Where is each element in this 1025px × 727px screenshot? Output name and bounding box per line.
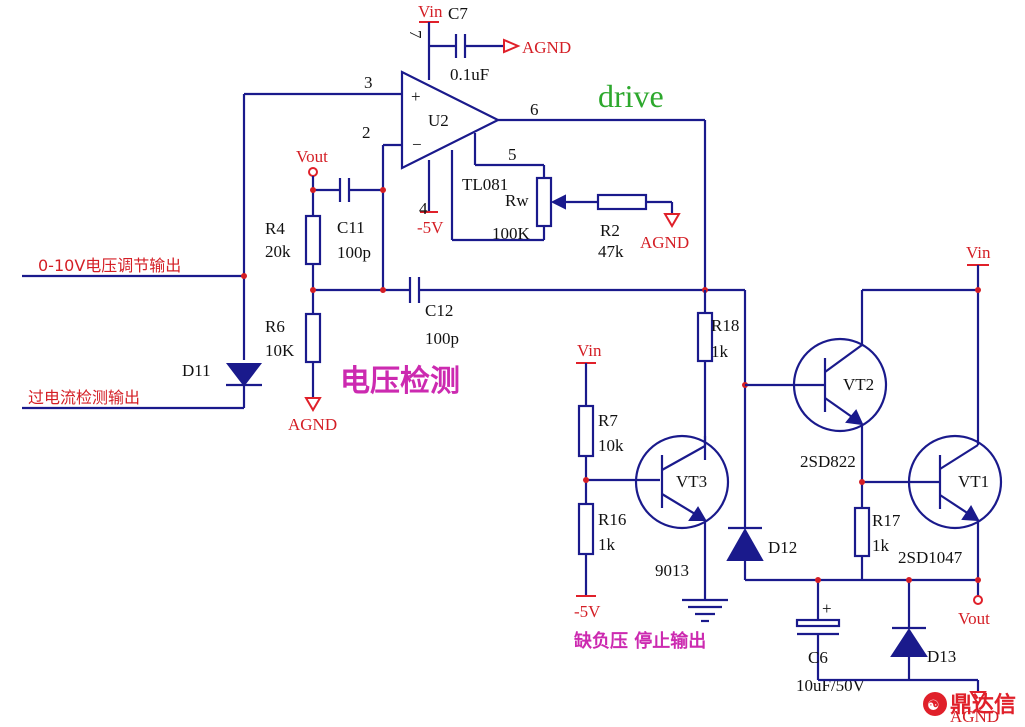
r16-label: R16 — [598, 510, 626, 529]
d13-label: D13 — [927, 647, 956, 666]
ground-vt3 — [682, 598, 728, 623]
vt3-part-label: 9013 — [655, 561, 689, 580]
capacitor-c12: C12 100p — [310, 277, 745, 348]
svg-text:☯: ☯ — [927, 698, 940, 714]
vin-supply-mid: Vin — [576, 341, 602, 406]
r4-value: 20k — [265, 242, 291, 261]
voltage-detect-label: 电压检测 — [340, 364, 460, 399]
c7-value: 0.1uF — [450, 65, 489, 84]
c12-label: C12 — [425, 301, 453, 320]
overcurrent-output-label: 过电流检测输出 — [28, 388, 140, 407]
opamp-ref-label: U2 — [428, 111, 449, 130]
opamp-part-label: TL081 — [462, 175, 508, 194]
r7-value: 10k — [598, 436, 624, 455]
opamp-u2: + − U2 TL081 — [400, 70, 508, 194]
vin-top-label: Vin — [418, 2, 443, 21]
vin-right-label: Vin — [966, 243, 991, 262]
c6-plus-sign: + — [822, 599, 832, 618]
r7-label: R7 — [598, 411, 618, 430]
r16-value: 1k — [598, 535, 616, 554]
transistor-vt3: VT3 9013 — [634, 434, 730, 600]
c11-value: 100p — [337, 243, 371, 262]
pin7-label: 7 — [406, 30, 425, 39]
c12-value: 100p — [425, 329, 459, 348]
stop-output-label: 缺负压 停止输出 — [573, 630, 706, 652]
brand-logo: ☯ 鼎达信 — [923, 692, 1016, 718]
drive-label: drive — [598, 78, 664, 114]
feedback-network: Vout C11 100p R4 20k — [265, 147, 386, 314]
pin4-label: 4 — [419, 199, 428, 218]
pin3-input-wire: 3 — [242, 73, 402, 360]
r18-value: 1k — [711, 342, 729, 361]
potentiometer-rw: Rw 100K — [450, 150, 598, 243]
vt2-label: VT2 — [843, 375, 874, 394]
vt1-part-label: 2SD1047 — [898, 548, 963, 567]
vt2-part-label: 2SD822 — [800, 452, 856, 471]
vin-mid-label: Vin — [577, 341, 602, 360]
agnd-r6-label: AGND — [288, 415, 337, 434]
rw-label: Rw — [505, 191, 529, 210]
opamp-output-wire: 6 drive — [498, 78, 707, 290]
diode-d13: D13 — [890, 577, 956, 680]
c6-value: 10uF/50V — [796, 676, 866, 695]
capacitor-c7: C7 0.1uF AGND — [429, 4, 571, 84]
diode-d12: D12 — [726, 290, 978, 582]
voltage-output-line: 0-10V电压调节输出 — [22, 256, 247, 279]
r17-value: 1k — [872, 536, 890, 555]
r2-value: 47k — [598, 242, 624, 261]
vout-bottom-label: Vout — [958, 609, 990, 628]
resistor-r7: R7 10k — [577, 404, 660, 504]
d11-label: D11 — [182, 361, 211, 380]
c6-label: C6 — [808, 648, 828, 667]
pin6-label: 6 — [530, 100, 539, 119]
transistor-vt1: VT1 2SD1047 — [859, 434, 1003, 597]
r6-label: R6 — [265, 317, 285, 336]
resistor-r16: R16 1k -5V — [574, 502, 626, 621]
vout-node-bottom: Vout — [958, 577, 990, 628]
rw-value: 100K — [492, 224, 531, 243]
c7-label: C7 — [448, 4, 468, 23]
vt3-label: VT3 — [676, 472, 707, 491]
neg-supply-pin4: 4 -5V — [417, 160, 444, 237]
vout-top-label: Vout — [296, 147, 328, 166]
voltage-output-label: 0-10V电压调节输出 — [38, 256, 181, 275]
vin-supply-top: Vin 7 — [406, 2, 443, 80]
resistor-r17: R17 1k — [853, 506, 901, 580]
agnd-r2-label: AGND — [640, 233, 689, 252]
pin3-label: 3 — [364, 73, 373, 92]
resistor-r6: R6 10K AGND — [265, 312, 337, 434]
transistor-vt2: VT2 2SD822 — [745, 288, 978, 508]
r2-label: R2 — [600, 221, 620, 240]
opamp-minus-sign: − — [412, 135, 422, 154]
resistor-r18: R18 1k — [696, 290, 739, 460]
c11-label: C11 — [337, 218, 365, 237]
d12-label: D12 — [768, 538, 797, 557]
pin2-label: 2 — [362, 123, 371, 142]
diode-d11: D11 — [182, 361, 263, 387]
brand-logo-text: 鼎达信 — [950, 692, 1016, 718]
capacitor-c6: + C6 10uF/50V — [795, 577, 866, 695]
pin5-offset-wire: 5 — [473, 133, 546, 178]
r6-value: 10K — [265, 341, 295, 360]
opamp-plus-sign: + — [411, 87, 421, 106]
r4-label: R4 — [265, 219, 285, 238]
r18-label: R18 — [711, 316, 739, 335]
neg5v-label: -5V — [417, 218, 444, 237]
neg5v-b-label: -5V — [574, 602, 601, 621]
agnd-bottom-label: AGND — [950, 707, 999, 726]
pin2-input-wire: 2 — [362, 123, 402, 290]
agnd-bottom-right: AGND — [818, 678, 999, 726]
vt1-label: VT1 — [958, 472, 989, 491]
agnd-c7-label: AGND — [522, 38, 571, 57]
overcurrent-output-line: 过电流检测输出 — [22, 385, 246, 410]
r17-label: R17 — [872, 511, 901, 530]
resistor-r2: R2 47k AGND — [596, 193, 689, 261]
pin5-label: 5 — [508, 145, 517, 164]
vin-supply-right: Vin — [966, 243, 991, 445]
